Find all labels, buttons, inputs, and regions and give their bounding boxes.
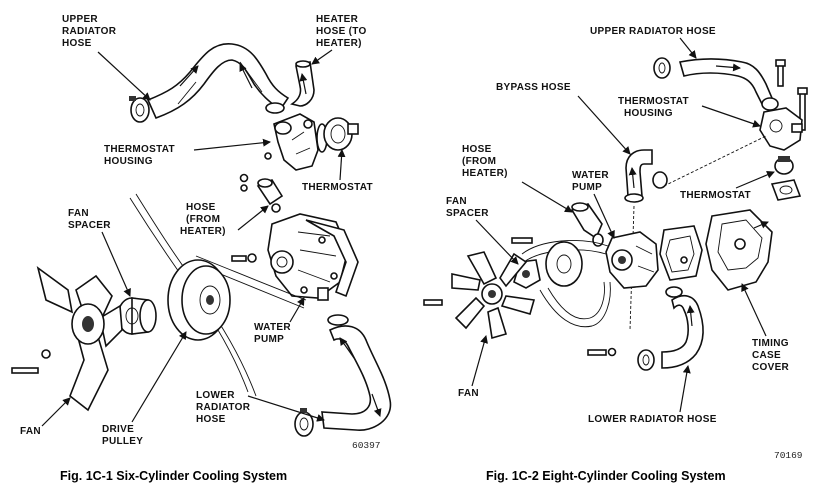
label-thermostat-right: THERMOSTAT xyxy=(680,171,775,201)
label-hose-from-heater-right: HOSE (FROM HEATER) xyxy=(462,144,573,213)
label-bypass-hose: BYPASS HOSE xyxy=(496,82,631,155)
bypass-hose xyxy=(625,149,653,197)
hose-clamp xyxy=(130,97,150,123)
fan xyxy=(36,266,123,412)
upper-radiator-hose-right xyxy=(678,58,774,106)
label-hose-from-heater-right-line-2: (FROM xyxy=(462,156,496,167)
label-timing-case-cover-line-3: COVER xyxy=(752,362,790,373)
label-thermostat-housing-right: THERMOSTAT HOUSING xyxy=(618,96,761,128)
lower-radiator-hose-right xyxy=(661,294,704,369)
label-water-pump-right-line-2: PUMP xyxy=(572,182,602,193)
label-heater-hose-line-1: HEATER xyxy=(316,14,359,25)
label-thermostat-line-1: THERMOSTAT xyxy=(302,182,373,193)
label-upper-radiator-hose-right-line-1: UPPER RADIATOR HOSE xyxy=(590,26,716,37)
label-water-pump-right-line-1: WATER xyxy=(572,170,609,181)
thermostat-housing xyxy=(273,113,319,171)
label-lower-radiator-hose-right-line-1: LOWER RADIATOR HOSE xyxy=(588,414,717,425)
label-hose-from-heater: HOSE (FROM HEATER) xyxy=(180,202,269,237)
label-hose-from-heater-line-1: HOSE xyxy=(186,202,216,213)
label-fan-line-1: FAN xyxy=(20,426,41,437)
label-lower-radiator-hose-line-2: RADIATOR xyxy=(196,402,251,413)
label-water-pump-line-1: WATER xyxy=(254,322,291,333)
drive-pulley xyxy=(167,259,231,341)
lower-radiator-hose xyxy=(321,325,392,431)
thermostat-housing-right xyxy=(759,107,803,151)
label-upper-radiator-hose: UPPER RADIATOR HOSE xyxy=(62,14,151,101)
thermostat-right xyxy=(774,156,794,175)
label-thermostat-housing-line-1: THERMOSTAT xyxy=(104,144,175,155)
label-water-pump-right: WATER PUMP xyxy=(572,170,615,239)
label-thermostat-right-line-1: THERMOSTAT xyxy=(680,190,751,201)
label-upper-radiator-hose-right: UPPER RADIATOR HOSE xyxy=(590,26,716,59)
heater-hose xyxy=(290,60,315,107)
label-hose-from-heater-right-line-3: HEATER) xyxy=(462,168,508,179)
label-lower-radiator-hose: LOWER RADIATOR HOSE xyxy=(196,390,325,425)
label-timing-case-cover-line-2: CASE xyxy=(752,350,781,361)
label-drive-pulley-line-2: PULLEY xyxy=(102,436,143,447)
label-thermostat-housing-right-line-2: HOUSING xyxy=(624,108,673,119)
crank-pulley-right xyxy=(545,241,583,287)
label-hose-from-heater-right-line-1: HOSE xyxy=(462,144,492,155)
six-cylinder-diagram: UPPER RADIATOR HOSE HEATER HOSE (TO HEAT… xyxy=(11,14,392,483)
label-fan-spacer-right-line-2: SPACER xyxy=(446,208,489,219)
figure-number-left: 60397 xyxy=(352,440,381,451)
label-thermostat-housing: THERMOSTAT HOUSING xyxy=(104,138,271,167)
fan-spacer xyxy=(117,297,157,335)
label-thermostat-housing-line-2: HOUSING xyxy=(104,156,153,167)
label-drive-pulley-line-1: DRIVE xyxy=(102,424,134,435)
label-upper-radiator-hose-line-2: RADIATOR xyxy=(62,26,117,37)
label-fan-spacer-line-1: FAN xyxy=(68,208,89,219)
label-lower-radiator-hose-line-3: HOSE xyxy=(196,414,226,425)
caption-left: Fig. 1C-1 Six-Cylinder Cooling System xyxy=(60,469,287,483)
label-fan-right: FAN xyxy=(458,335,488,399)
label-hose-from-heater-line-3: HEATER) xyxy=(180,226,226,237)
label-fan-right-line-1: FAN xyxy=(458,388,479,399)
label-heater-hose-line-3: HEATER) xyxy=(316,38,362,49)
fan-right xyxy=(451,251,536,340)
label-thermostat-housing-right-line-1: THERMOSTAT xyxy=(618,96,689,107)
water-pump xyxy=(267,213,349,301)
label-hose-from-heater-line-2: (FROM xyxy=(186,214,220,225)
label-water-pump-line-2: PUMP xyxy=(254,334,284,345)
figure-number-right: 70169 xyxy=(774,450,803,461)
label-timing-case-cover: TIMING CASE COVER xyxy=(741,283,790,373)
label-lower-radiator-hose-line-1: LOWER xyxy=(196,390,235,401)
label-heater-hose-line-2: HOSE (TO xyxy=(316,26,367,37)
label-fan-spacer-right: FAN SPACER xyxy=(446,196,519,265)
water-pump-right xyxy=(605,231,659,289)
label-drive-pulley: DRIVE PULLEY xyxy=(102,331,187,447)
label-thermostat: THERMOSTAT xyxy=(302,149,373,193)
eight-cylinder-diagram: UPPER RADIATOR HOSE BYPASS HOSE THERMOST… xyxy=(423,26,808,483)
label-fan-spacer-line-2: SPACER xyxy=(68,220,111,231)
label-water-pump: WATER PUMP xyxy=(254,297,305,345)
label-timing-case-cover-line-1: TIMING xyxy=(752,338,789,349)
label-heater-hose: HEATER HOSE (TO HEATER) xyxy=(311,14,367,65)
label-fan-spacer-right-line-1: FAN xyxy=(446,196,467,207)
label-fan-spacer: FAN SPACER xyxy=(68,208,131,297)
label-fan: FAN xyxy=(20,397,71,437)
label-bypass-hose-line-1: BYPASS HOSE xyxy=(496,82,571,93)
label-lower-radiator-hose-right: LOWER RADIATOR HOSE xyxy=(588,365,717,425)
label-upper-radiator-hose-line-1: UPPER xyxy=(62,14,98,25)
label-upper-radiator-hose-line-3: HOSE xyxy=(62,38,92,49)
thermostat xyxy=(323,117,359,151)
caption-right: Fig. 1C-2 Eight-Cylinder Cooling System xyxy=(486,469,726,483)
timing-case-cover xyxy=(705,209,773,291)
